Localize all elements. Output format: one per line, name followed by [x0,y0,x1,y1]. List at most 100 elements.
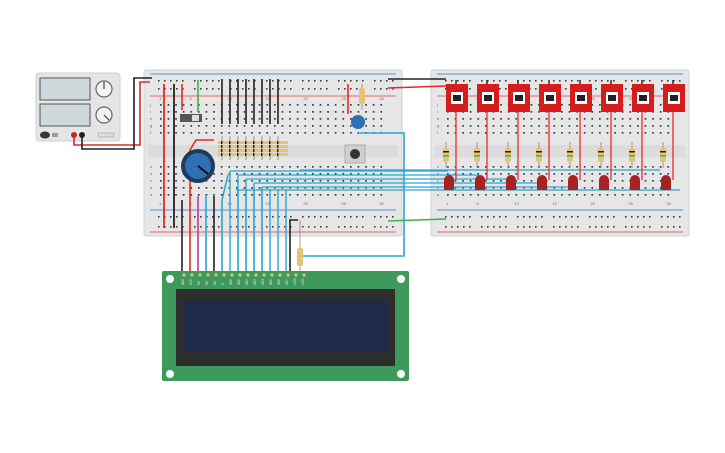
board-hole[interactable] [637,125,639,127]
board-hole[interactable] [462,180,464,182]
board-hole[interactable] [500,125,502,127]
board-hole[interactable] [327,194,329,196]
board-hole[interactable] [251,118,253,120]
board-hole[interactable] [289,104,291,106]
board-hole[interactable] [652,180,654,182]
rail-hole[interactable] [601,226,603,228]
board-hole[interactable] [167,104,170,106]
board-hole[interactable] [372,104,375,106]
rail-hole[interactable] [487,80,489,82]
board-hole[interactable] [350,125,352,127]
board-hole[interactable] [538,194,540,196]
board-hole[interactable] [553,194,556,196]
board-hole[interactable] [274,125,276,127]
board-hole[interactable] [319,180,322,182]
rail-hole[interactable] [451,226,453,228]
rail-hole[interactable] [631,216,633,218]
board-hole[interactable] [492,166,495,168]
rail-hole[interactable] [200,88,202,90]
board-hole[interactable] [175,111,177,113]
rail-hole[interactable] [529,216,531,218]
board-hole[interactable] [447,125,449,127]
led-icon[interactable] [444,175,454,190]
rail-hole[interactable] [284,216,286,218]
board-hole[interactable] [266,180,269,182]
board-hole[interactable] [167,166,170,168]
board-hole[interactable] [500,173,502,175]
rail-hole[interactable] [176,216,178,218]
rail-hole[interactable] [601,216,603,218]
board-hole[interactable] [228,187,231,189]
led-icon[interactable] [506,175,516,190]
board-hole[interactable] [652,187,654,189]
board-hole[interactable] [296,166,299,168]
board-hole[interactable] [485,173,487,175]
rail-hole[interactable] [577,216,579,218]
board-hole[interactable] [319,132,322,134]
board-hole[interactable] [258,111,261,113]
board-hole[interactable] [507,173,510,175]
rail-hole[interactable] [326,80,328,82]
board-hole[interactable] [281,111,284,113]
board-hole[interactable] [576,125,578,127]
lcd-pin[interactable] [206,273,210,277]
board-hole[interactable] [530,166,533,168]
board-hole[interactable] [507,166,510,168]
rail-hole[interactable] [248,216,250,218]
rail-hole[interactable] [380,80,382,82]
board-hole[interactable] [523,187,525,189]
board-hole[interactable] [182,187,185,189]
rail-hole[interactable] [559,80,561,82]
rail-hole[interactable] [613,226,615,228]
board-hole[interactable] [342,125,345,127]
board-hole[interactable] [372,187,375,189]
board-hole[interactable] [304,187,307,189]
board-hole[interactable] [380,166,383,168]
rail-hole[interactable] [344,226,346,228]
board-hole[interactable] [523,125,525,127]
board-hole[interactable] [281,194,284,196]
rail-hole[interactable] [673,80,675,82]
board-hole[interactable] [205,132,208,134]
board-hole[interactable] [545,125,548,127]
rail-hole[interactable] [350,80,352,82]
lcd-pin[interactable] [286,273,290,277]
board-hole[interactable] [175,166,177,168]
board-hole[interactable] [281,173,284,175]
board-hole[interactable] [312,118,314,120]
board-hole[interactable] [334,118,337,120]
rail-hole[interactable] [386,80,388,82]
rail-hole[interactable] [463,216,465,218]
board-hole[interactable] [289,125,291,127]
board-hole[interactable] [365,187,367,189]
board-hole[interactable] [175,118,177,120]
rail-hole[interactable] [577,226,579,228]
board-hole[interactable] [182,132,185,134]
board-hole[interactable] [530,180,533,182]
board-hole[interactable] [599,173,601,175]
board-hole[interactable] [350,173,352,175]
board-hole[interactable] [659,125,662,127]
rail-hole[interactable] [290,88,292,90]
rail-hole[interactable] [272,216,274,218]
board-hole[interactable] [644,118,647,120]
board-hole[interactable] [530,118,533,120]
rail-hole[interactable] [505,226,507,228]
board-hole[interactable] [492,194,495,196]
rail-hole[interactable] [326,88,328,90]
board-hole[interactable] [236,194,238,196]
board-hole[interactable] [637,132,639,134]
rail-hole[interactable] [553,216,555,218]
board-hole[interactable] [561,125,563,127]
rail-hole[interactable] [242,88,244,90]
board-hole[interactable] [372,111,375,113]
rail-hole[interactable] [643,216,645,218]
rail-hole[interactable] [302,88,304,90]
rail-hole[interactable] [607,80,609,82]
board-hole[interactable] [334,104,337,106]
rail-hole[interactable] [541,226,543,228]
board-hole[interactable] [553,125,556,127]
board-hole[interactable] [289,173,291,175]
board-hole[interactable] [213,118,215,120]
rail-hole[interactable] [338,88,340,90]
